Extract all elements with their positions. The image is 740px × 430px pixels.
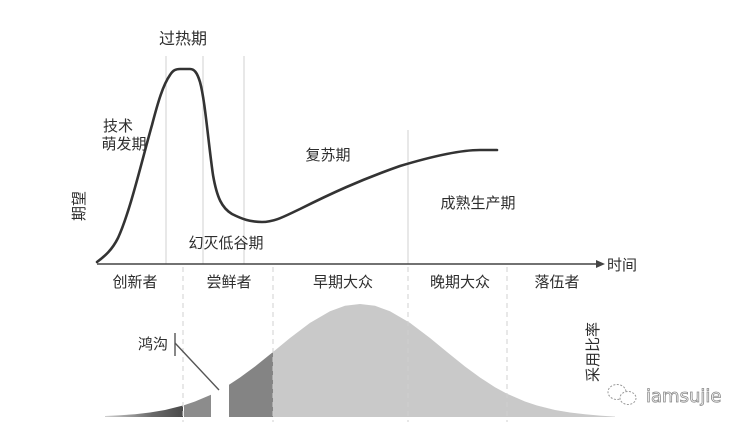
arrow-right-icon bbox=[596, 260, 605, 268]
chasm-marker: 鸿沟 bbox=[138, 333, 220, 391]
innovators-area bbox=[105, 405, 183, 417]
phase-label-trigger-line1: 技术 bbox=[103, 117, 133, 135]
adoption-bell-curve bbox=[105, 304, 615, 417]
wechat-icon bbox=[607, 384, 637, 405]
segment-label-early-adopters: 尝鲜者 bbox=[206, 273, 251, 291]
time-axis-label: 时间 bbox=[607, 256, 637, 274]
segment-dividers bbox=[182, 267, 508, 422]
early-adopters-area-right bbox=[229, 352, 273, 417]
segment-label-innovators: 创新者 bbox=[112, 273, 157, 291]
early-adopters-area-left bbox=[184, 394, 211, 417]
chasm-pointer-line bbox=[174, 342, 220, 391]
watermark: iamsujie bbox=[607, 384, 722, 407]
phase-label-plateau: 成熟生产期 bbox=[440, 194, 515, 212]
majority-laggards-area bbox=[273, 304, 615, 417]
segment-label-laggards: 落伍者 bbox=[534, 273, 579, 291]
hype-cycle-curve bbox=[95, 67, 499, 264]
expectation-axis-label: 期望 bbox=[70, 191, 88, 221]
time-axis: 时间 bbox=[97, 256, 637, 274]
watermark-text: iamsujie bbox=[646, 386, 721, 407]
phase-label-peak: 过热期 bbox=[159, 29, 207, 48]
phase-label-trigger-line2: 萌发期 bbox=[101, 135, 146, 153]
adoption-rate-axis-label: 采用比率 bbox=[584, 322, 602, 382]
segment-label-late-majority: 晚期大众 bbox=[430, 273, 490, 291]
segment-label-early-majority: 早期大众 bbox=[313, 273, 373, 291]
phase-label-trough: 幻灭低谷期 bbox=[188, 234, 263, 252]
phase-label-slope: 复苏期 bbox=[305, 146, 350, 164]
chasm-label: 鸿沟 bbox=[138, 335, 168, 353]
